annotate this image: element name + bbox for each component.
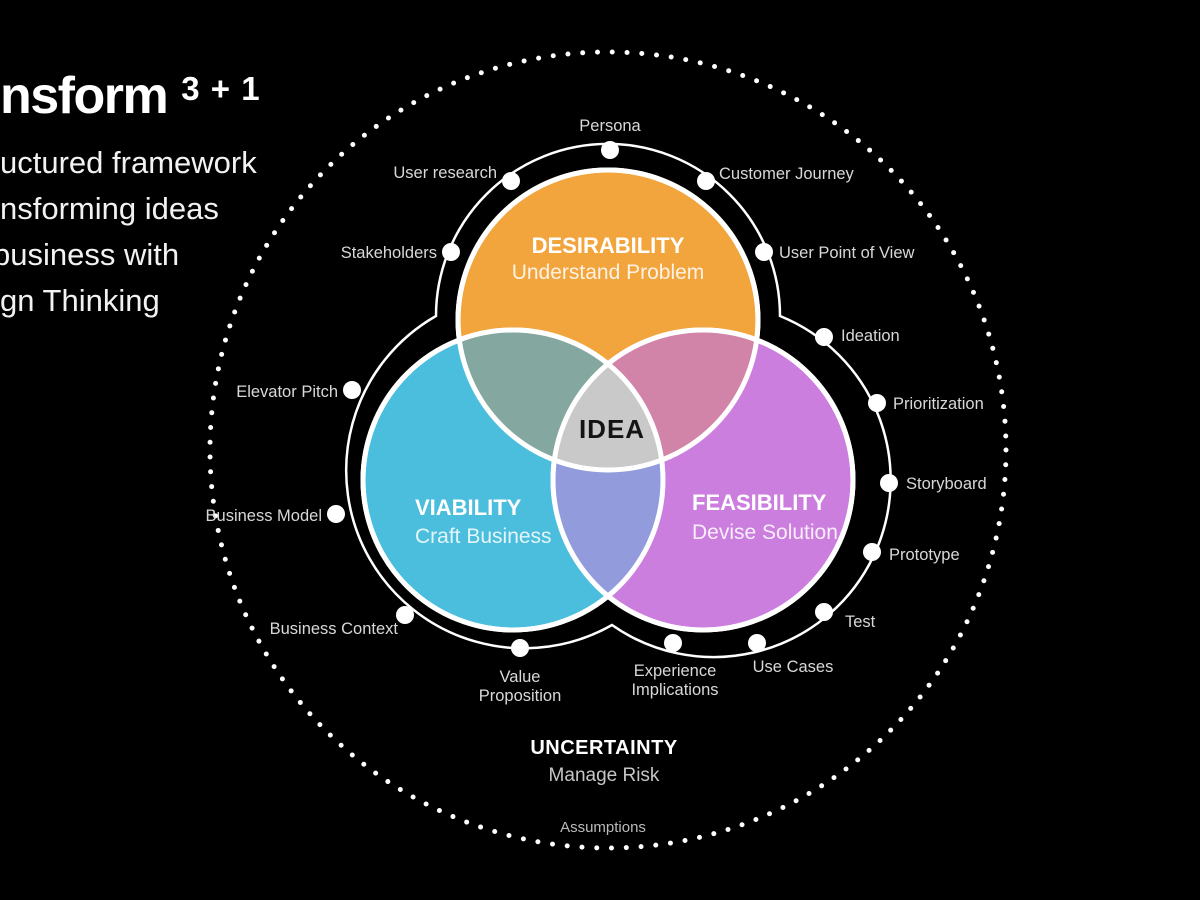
outline-desirability: [455, 167, 761, 473]
ring-label-test: Test: [845, 613, 876, 631]
ring-label-value-proposition-line2: Proposition: [479, 687, 562, 705]
ring-dot-value-proposition: [511, 639, 529, 657]
outline-feasibility: [550, 327, 856, 633]
subtitle-line-4: gn Thinking: [0, 283, 160, 318]
desirability-title: DESIRABILITY: [532, 233, 685, 258]
ring-label-experience-implications-line2: Implications: [631, 681, 718, 699]
ring-label-prioritization: Prioritization: [893, 395, 984, 413]
ring-label-stakeholders: Stakeholders: [341, 244, 437, 262]
outline-viability: [360, 327, 666, 633]
title-superscript: 3 + 1: [181, 70, 261, 107]
viability-title: VIABILITY: [415, 495, 522, 520]
ring-dot-test: [815, 603, 833, 621]
idea-label: IDEA: [579, 414, 645, 444]
ring-dot-use-cases: [748, 634, 766, 652]
ring-label-storyboard: Storyboard: [906, 475, 987, 493]
ring-label-experience-implications-line1: Experience: [634, 662, 717, 680]
ring-dot-ideation: [815, 328, 833, 346]
uncertainty-subtitle: Manage Risk: [549, 765, 660, 786]
ring-dot-customer-journey: [697, 172, 715, 190]
venn-diagram: DESIRABILITY Understand Problem VIABILIT…: [360, 167, 856, 633]
ring-dot-user-research: [502, 172, 520, 190]
ring-dot-persona: [601, 141, 619, 159]
ring-label-ideation: Ideation: [841, 327, 900, 345]
viability-subtitle: Craft Business: [415, 525, 552, 548]
ring-label-business-model: Business Model: [206, 507, 322, 525]
ring-dot-elevator-pitch: [343, 381, 361, 399]
overlap-center: [553, 330, 663, 470]
ring-label-business-context: Business Context: [270, 620, 399, 638]
ring-dot-experience-implications: [664, 634, 682, 652]
desirability-subtitle: Understand Problem: [512, 261, 705, 284]
feasibility-subtitle: Devise Solution: [692, 521, 838, 544]
ring-label-prototype: Prototype: [889, 546, 960, 564]
subtitle-line-3: business with: [0, 237, 180, 272]
ring-label-user-research: User research: [393, 164, 497, 182]
subtitle-line-1: uctured framework: [0, 145, 257, 180]
ring-label-persona: Persona: [579, 117, 641, 135]
ring-dot-prioritization: [868, 394, 886, 412]
uncertainty-dotted-circle: [207, 49, 1009, 851]
ring-dot-stakeholders: [442, 243, 460, 261]
assumptions-label: Assumptions: [560, 819, 646, 836]
ring-label-value-proposition-line1: Value: [500, 668, 541, 686]
ring-label-user-point-of-view: User Point of View: [779, 244, 915, 262]
title-block: nsform 3 + 1 uctured framework nsforming …: [0, 70, 261, 324]
ring-labels: Persona Customer Journey User research S…: [206, 117, 987, 705]
subtitle-line-2: nsforming ideas: [0, 191, 219, 226]
ring-dot-business-model: [327, 505, 345, 523]
overlap-fill-center: [553, 330, 663, 470]
ring-dot-storyboard: [880, 474, 898, 492]
ring-label-customer-journey: Customer Journey: [719, 165, 855, 183]
ring-dot-prototype: [863, 543, 881, 561]
ring-label-elevator-pitch: Elevator Pitch: [236, 383, 338, 401]
page-title: nsform 3 + 1: [0, 70, 261, 128]
subtitle-lines: uctured framework nsforming ideas busine…: [0, 140, 261, 324]
ring-label-use-cases: Use Cases: [753, 658, 834, 676]
uncertainty-labels: UNCERTAINTY Manage Risk Assumptions: [530, 737, 678, 836]
uncertainty-title: UNCERTAINTY: [530, 737, 678, 759]
ring-dot-business-context: [396, 606, 414, 624]
ring-dot-user-point-of-view: [755, 243, 773, 261]
ring-dots: [327, 141, 898, 657]
feasibility-title: FEASIBILITY: [692, 490, 827, 515]
method-ring: [344, 142, 892, 659]
title-fragment: nsform: [0, 67, 169, 125]
